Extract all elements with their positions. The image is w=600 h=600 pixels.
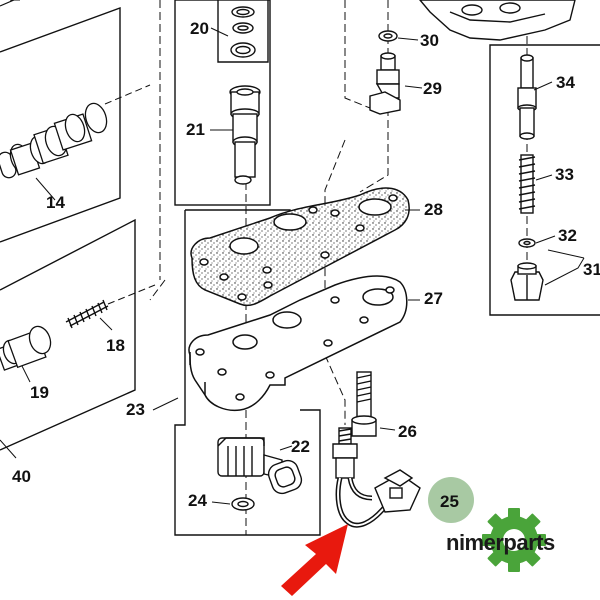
plunger-part-21 <box>229 85 261 185</box>
solenoid-part-22 <box>217 437 303 495</box>
callout-25: 25 <box>440 492 459 511</box>
bolt-part-26 <box>351 371 377 437</box>
callout-31: 31 <box>583 260 600 279</box>
frame-part-31 <box>489 44 600 316</box>
brand-logo-text: nimerparts <box>446 530 555 555</box>
pin-part-34 <box>517 54 537 140</box>
washer-part-24 <box>231 497 255 511</box>
callout-27: 27 <box>424 289 443 308</box>
callout-20: 20 <box>190 19 209 38</box>
valve-part-19 <box>0 325 52 371</box>
callout-21: 21 <box>186 120 205 139</box>
sensor-harness-part-25 <box>332 427 421 528</box>
callout-40: 40 <box>12 467 31 486</box>
red-arrow-icon <box>281 524 348 596</box>
gear-icon <box>482 508 546 572</box>
spring-part-18 <box>65 299 109 329</box>
fitting-part-29 <box>369 52 401 115</box>
callout-19: 19 <box>30 383 49 402</box>
highlight-circle-part-25 <box>428 477 474 523</box>
callout-23: 23 <box>126 400 145 419</box>
callout-34: 34 <box>556 73 575 92</box>
o-ring-part-30 <box>378 30 398 42</box>
callout-33: 33 <box>555 165 574 184</box>
valve-housing-top <box>419 0 576 41</box>
frame-part-14 <box>0 6 121 243</box>
separator-plate-part-27 <box>188 275 408 412</box>
plug-part-31 <box>510 262 544 301</box>
washer-part-32 <box>518 238 536 248</box>
spring-part-33 <box>518 154 536 214</box>
callout-30: 30 <box>420 31 439 50</box>
spool-valve-part-14 <box>0 102 108 179</box>
callout-18: 18 <box>106 336 125 355</box>
callout-22: 22 <box>291 437 310 456</box>
callout-26: 26 <box>398 422 417 441</box>
callout-14: 14 <box>46 193 65 212</box>
callout-28: 28 <box>424 200 443 219</box>
o-rings-part-20 <box>230 6 256 58</box>
gasket-part-28 <box>190 187 410 307</box>
callout-24: 24 <box>188 491 207 510</box>
frame-part-40 <box>0 218 136 451</box>
callout-labels: 20 21 14 18 19 23 40 22 24 30 29 28 27 2… <box>12 19 600 511</box>
callout-29: 29 <box>423 79 442 98</box>
callout-32: 32 <box>558 226 577 245</box>
